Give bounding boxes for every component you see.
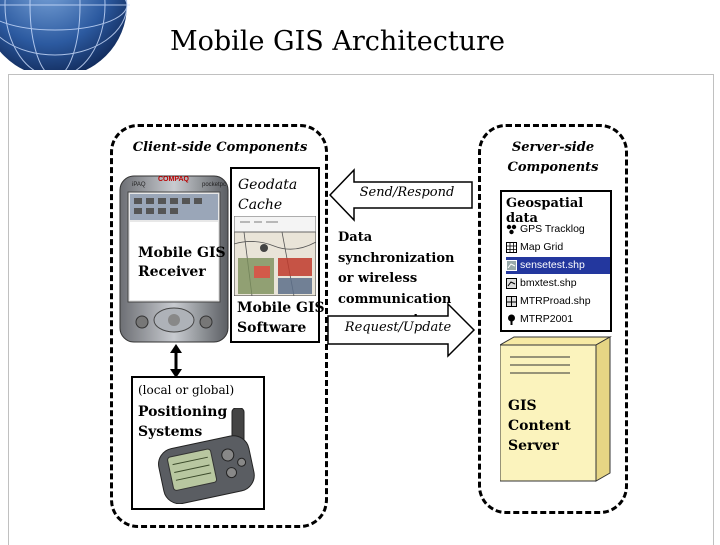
server-heading-line2: Components <box>507 160 599 175</box>
pda-device-icon <box>119 175 229 343</box>
shapefile-icon <box>506 260 517 271</box>
file-name: MTRProad.shp <box>520 295 591 307</box>
shapefile-icon <box>506 296 517 307</box>
file-name: Map Grid <box>520 241 564 253</box>
server-side-boundary <box>478 124 628 514</box>
geospatial-data-title: Geospatial data <box>506 196 584 226</box>
client-side-heading: Client-side Components <box>132 140 308 155</box>
file-row-mtrproad[interactable]: MTRProad.shp <box>506 293 610 310</box>
device-brand-label: COMPAQ <box>158 176 189 183</box>
file-name: MTRP2001 <box>520 313 574 325</box>
gps-receiver-icon <box>158 408 255 504</box>
file-row-gps-tracklog[interactable]: GPS Tracklog <box>506 221 610 238</box>
content-server-line2: Content <box>508 418 571 434</box>
device-model-label: iPAQ <box>132 182 146 188</box>
receiver-label-line1: Mobile GIS <box>138 245 226 261</box>
positioning-label: Positioning Systems <box>138 402 227 442</box>
software-label-line1: Mobile GIS <box>237 300 325 316</box>
grid-icon <box>506 242 517 253</box>
send-respond-arrow-icon <box>328 168 473 222</box>
component-text-line3: communication <box>338 291 452 307</box>
request-update-arrow-icon <box>327 302 476 358</box>
server-heading-line1: Server-side <box>511 140 595 155</box>
file-row-sensetest[interactable]: sensetest.shp <box>506 257 610 274</box>
server-cabinet-icon <box>500 336 612 482</box>
double-arrow-icon <box>170 344 182 378</box>
tracklog-icon <box>506 224 517 235</box>
globe-logo-icon <box>0 0 130 70</box>
positioning-label-line2: Systems <box>138 424 203 440</box>
geodata-cache-line2: Cache <box>238 197 283 213</box>
geospatial-data-box: Geospatial data GPS Tracklog Map Grid se… <box>500 190 612 332</box>
content-server-line3: Server <box>508 438 559 454</box>
software-label-line2: Software <box>237 320 307 336</box>
geodata-cache-line1: Geodata <box>238 177 298 193</box>
device-pocketpc-label: pocketpc <box>202 182 227 188</box>
content-server-line1: GIS <box>508 398 537 414</box>
map-thumbnail-icon <box>234 216 316 296</box>
send-respond-label: Send/Respond <box>359 185 455 200</box>
file-name: bmxtest.shp <box>520 277 577 289</box>
server-side-heading: Server-side Components <box>490 138 616 178</box>
pin-icon <box>508 314 515 325</box>
receiver-label-line2: Receiver <box>138 264 206 280</box>
slide-title: Mobile GIS Architecture <box>170 26 505 57</box>
component-text-line2: or wireless <box>338 271 418 286</box>
request-update-label: Request/Update <box>344 320 452 335</box>
file-row-map-grid[interactable]: Map Grid <box>506 239 610 256</box>
mobile-gis-software-label: Mobile GIS Software <box>237 298 325 338</box>
file-row-bmxtest[interactable]: bmxtest.shp <box>506 275 610 292</box>
client-side-boundary <box>110 124 328 528</box>
positioning-scope-label: (local or global) <box>138 383 235 397</box>
gis-content-server-label: GIS Content Server <box>508 396 571 456</box>
geodata-cache-label: Geodata Cache <box>238 175 297 215</box>
positioning-label-line1: Positioning <box>138 404 228 420</box>
shapefile-icon <box>506 278 517 289</box>
file-name: GPS Tracklog <box>520 223 585 235</box>
component-text-line1: Data synchronization <box>338 230 455 266</box>
receiver-label: Mobile GIS Receiver <box>138 244 226 282</box>
file-name: sensetest.shp <box>520 259 585 271</box>
file-row-mtrp2001[interactable]: MTRP2001 <box>506 311 610 328</box>
